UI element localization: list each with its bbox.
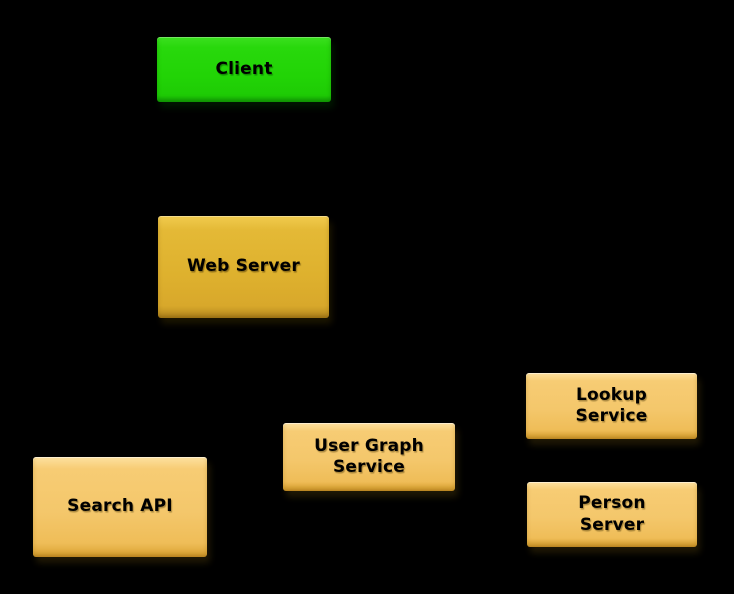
node-lookup-service-label-line2: Service <box>575 406 648 426</box>
node-client: Client <box>157 37 331 102</box>
node-person-server: Person Server <box>527 482 697 547</box>
node-client-label: Client <box>215 58 273 79</box>
node-lookup-service: Lookup Service <box>526 373 697 439</box>
node-web-server: Web Server <box>158 216 329 318</box>
node-user-graph-service-label-line2: Service <box>332 457 406 477</box>
node-search-api: Search API <box>33 457 207 557</box>
node-person-server-label-line2: Server <box>579 514 645 535</box>
node-search-api-label: Search API <box>67 496 173 517</box>
node-lookup-service-label-line1: Lookup <box>576 384 647 405</box>
node-person-server-label-line1: Person <box>578 493 646 514</box>
node-user-graph-service-label-line1: User Graph <box>314 435 424 456</box>
node-user-graph-service: User Graph Service <box>283 423 455 491</box>
node-web-server-label: Web Server <box>187 256 300 277</box>
